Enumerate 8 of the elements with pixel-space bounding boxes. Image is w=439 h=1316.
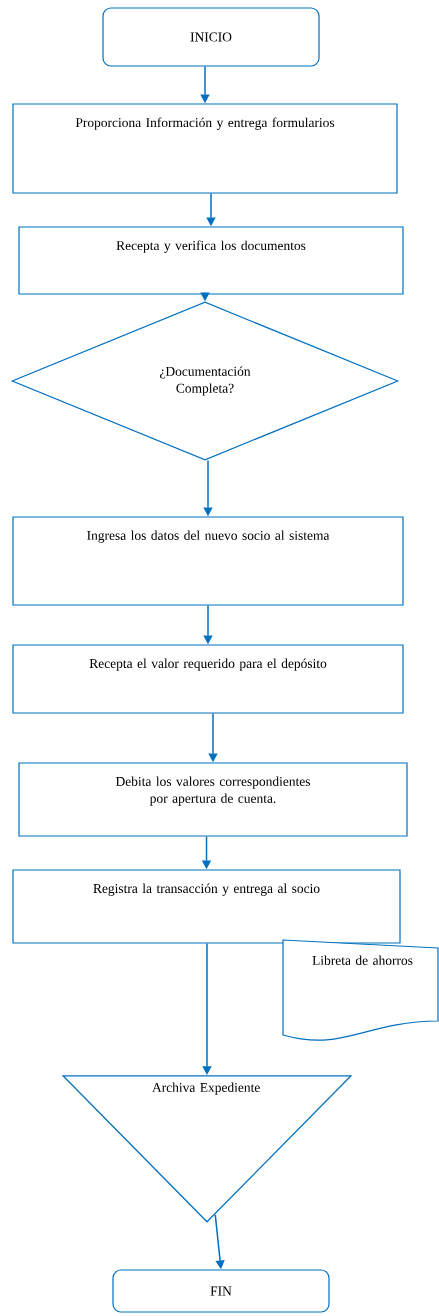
process-box: Debita los valores correspondientes por apertura de cuenta. [18, 762, 408, 837]
process-box: Ingresa los datos del nuevo socio al sistema [12, 516, 404, 606]
process-box: Proporciona Información y entrega formularios [12, 103, 398, 194]
terminal-box: FIN [112, 1269, 330, 1313]
process-box: Registra la transacción y entrega al socio [12, 869, 401, 944]
process-box: Recepta el valor requerido para el depósito [12, 644, 404, 714]
terminal-box: INICIO [102, 7, 320, 67]
process-box: Recepta y verifica los documentos [18, 226, 404, 295]
